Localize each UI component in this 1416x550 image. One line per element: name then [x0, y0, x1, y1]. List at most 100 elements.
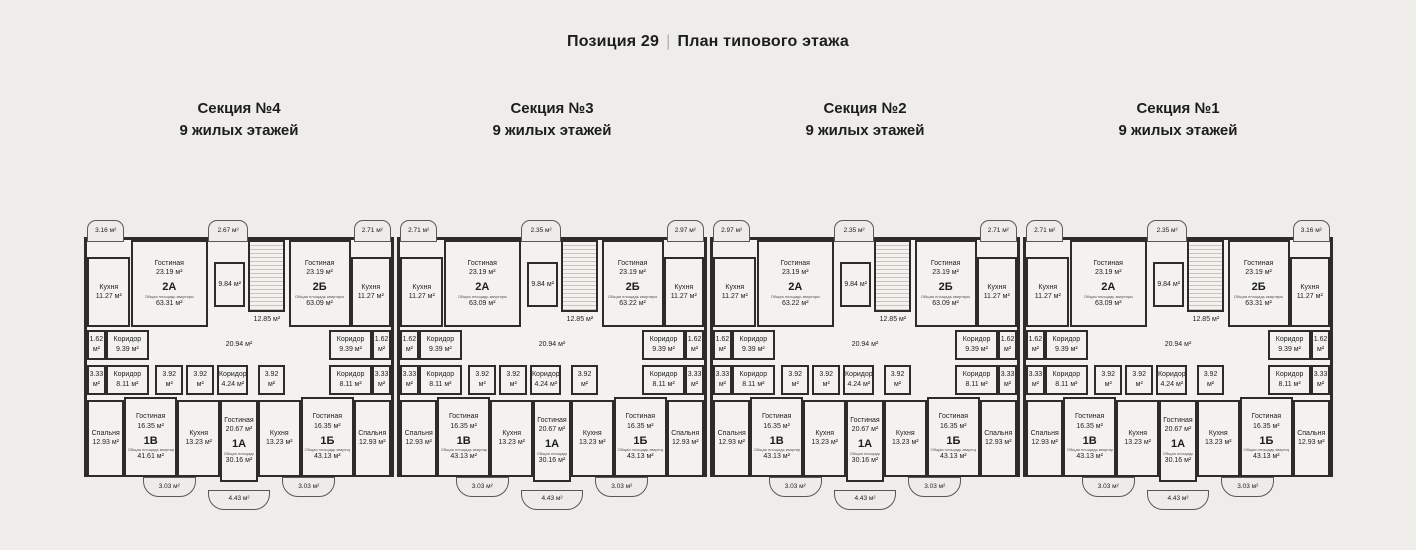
- room-area: 3.03 м²: [611, 482, 633, 490]
- balcony-bottom-left: 3.03 м²: [455, 477, 509, 497]
- room-area: 16.35 м²: [314, 422, 341, 430]
- apartment-subtitle: Общая площадь квартиры: [294, 293, 345, 299]
- apartment-number: 1В: [456, 434, 471, 447]
- room-area: 2.35 м²: [1156, 226, 1178, 234]
- room-area: 8.11 м²: [965, 380, 988, 388]
- balcony-bottom-left: 3.03 м²: [768, 477, 822, 497]
- room-area: 11.27 м²: [983, 293, 1010, 300]
- room-area: 3.92 м²: [890, 371, 905, 388]
- room-area: 13.23 м²: [265, 439, 293, 447]
- room-area: 16.35 м²: [1253, 422, 1280, 430]
- apartment-number: 1Б: [320, 434, 335, 447]
- room-area: 3.92 м²: [788, 371, 803, 388]
- section-floors: 9 жилых этажей: [492, 121, 612, 139]
- room-name: Коридор: [113, 371, 142, 379]
- apartment-subtitle: Общая площадь квартиры: [753, 447, 800, 453]
- room-area: 2.97 м²: [721, 226, 743, 234]
- apartment-number: 1А: [544, 438, 560, 451]
- room-name: Коридор: [962, 371, 991, 379]
- room-name: Гостиная: [761, 413, 792, 421]
- room-name: Спальня: [91, 430, 120, 438]
- room-area: 3.33 м²: [89, 371, 104, 388]
- apartment-subtitle: Общая площадь квартиры: [127, 447, 174, 453]
- room-area: 3.33 м²: [1313, 371, 1328, 388]
- niche-right: 1.62 м²: [998, 329, 1017, 360]
- room-area: 3.92 м²: [475, 371, 490, 388]
- apartment-subtitle: Общая площадь квартиры: [536, 451, 568, 457]
- room-name: Гостиная: [1251, 413, 1282, 421]
- apartment-total-area: 63.09 м²: [932, 299, 959, 307]
- room-area: 20.67 м²: [851, 426, 879, 434]
- wc-2: 3.92 м²: [186, 364, 215, 395]
- bath-2a: 3.33 м²: [87, 364, 106, 395]
- room-name: Гостиная: [780, 259, 810, 267]
- room-area: 12.93 м²: [984, 439, 1012, 447]
- section-floors: 9 жилых этажей: [179, 121, 299, 139]
- room-area: 3.92 м²: [577, 371, 592, 388]
- room-name: Гостиная: [625, 413, 656, 421]
- room-name: Гостиная: [537, 417, 567, 425]
- room-area: 4.43 м²: [854, 495, 876, 503]
- niche-right: 1.62 м²: [1311, 329, 1330, 360]
- wc-1: 3.92 м²: [1094, 364, 1123, 395]
- room-name: Кухня: [269, 430, 289, 438]
- room-area: 9.39 м²: [339, 345, 362, 353]
- room-area: 16.35 м²: [763, 422, 790, 430]
- room-name: Гостиная: [617, 259, 648, 267]
- room-area: 2.71 м²: [408, 226, 430, 234]
- apartment-subtitle: Общая площадь квартиры: [770, 293, 820, 299]
- niche-left: 1.62 м²: [713, 329, 732, 360]
- apartment-total-area: 41.61 м²: [137, 453, 164, 461]
- apartment-number: 1Б: [1259, 434, 1274, 447]
- room-area: 2.35 м²: [530, 226, 552, 234]
- apartment-number: 1А: [857, 438, 873, 451]
- niche-left: 1.62 м²: [400, 329, 419, 360]
- apartment-number: 1В: [143, 434, 158, 447]
- room-area: 3.03 м²: [298, 482, 320, 490]
- room-area: 8.11 м²: [652, 380, 675, 388]
- room-area: 13.23 м²: [578, 439, 606, 447]
- room-area: 3.03 м²: [158, 482, 180, 490]
- room-area: 12.85 м²: [879, 315, 907, 323]
- room-area: 3.33 м²: [402, 371, 417, 388]
- balcony-bottom-center: 4.43 м²: [1147, 489, 1209, 510]
- room-name: Гостиная: [467, 259, 497, 267]
- room-name: Спальня: [404, 430, 433, 438]
- niche-left: 1.62 м²: [1026, 329, 1045, 360]
- room-area: 3.92 м²: [162, 371, 177, 388]
- room-name: Кухня: [1208, 430, 1228, 438]
- room-name: Кухня: [725, 283, 745, 291]
- bath-2b: 3.33 м²: [685, 364, 704, 395]
- room-name: Коридор: [962, 336, 991, 344]
- room-name: Гостиная: [1243, 259, 1274, 267]
- section-name: Секция №2: [823, 100, 907, 117]
- balcony-bottom-center: 4.43 м²: [521, 489, 583, 510]
- room-name: Коридор: [739, 371, 768, 379]
- room-area: 12.93 м²: [1297, 439, 1325, 447]
- apartment-subtitle: Общая площадь квартиры: [849, 451, 881, 457]
- room-area: 9.39 м²: [429, 345, 452, 353]
- room-area: 16.35 м²: [627, 422, 654, 430]
- room-area: 9.39 м²: [116, 345, 139, 353]
- room-area: 16.35 м²: [940, 422, 967, 430]
- room-area: 23.19 м²: [468, 268, 496, 276]
- room-area: 3.33 м²: [715, 371, 730, 388]
- room-name: Гостиная: [304, 259, 335, 267]
- stairs-hall: 12.85 м²: [868, 312, 918, 327]
